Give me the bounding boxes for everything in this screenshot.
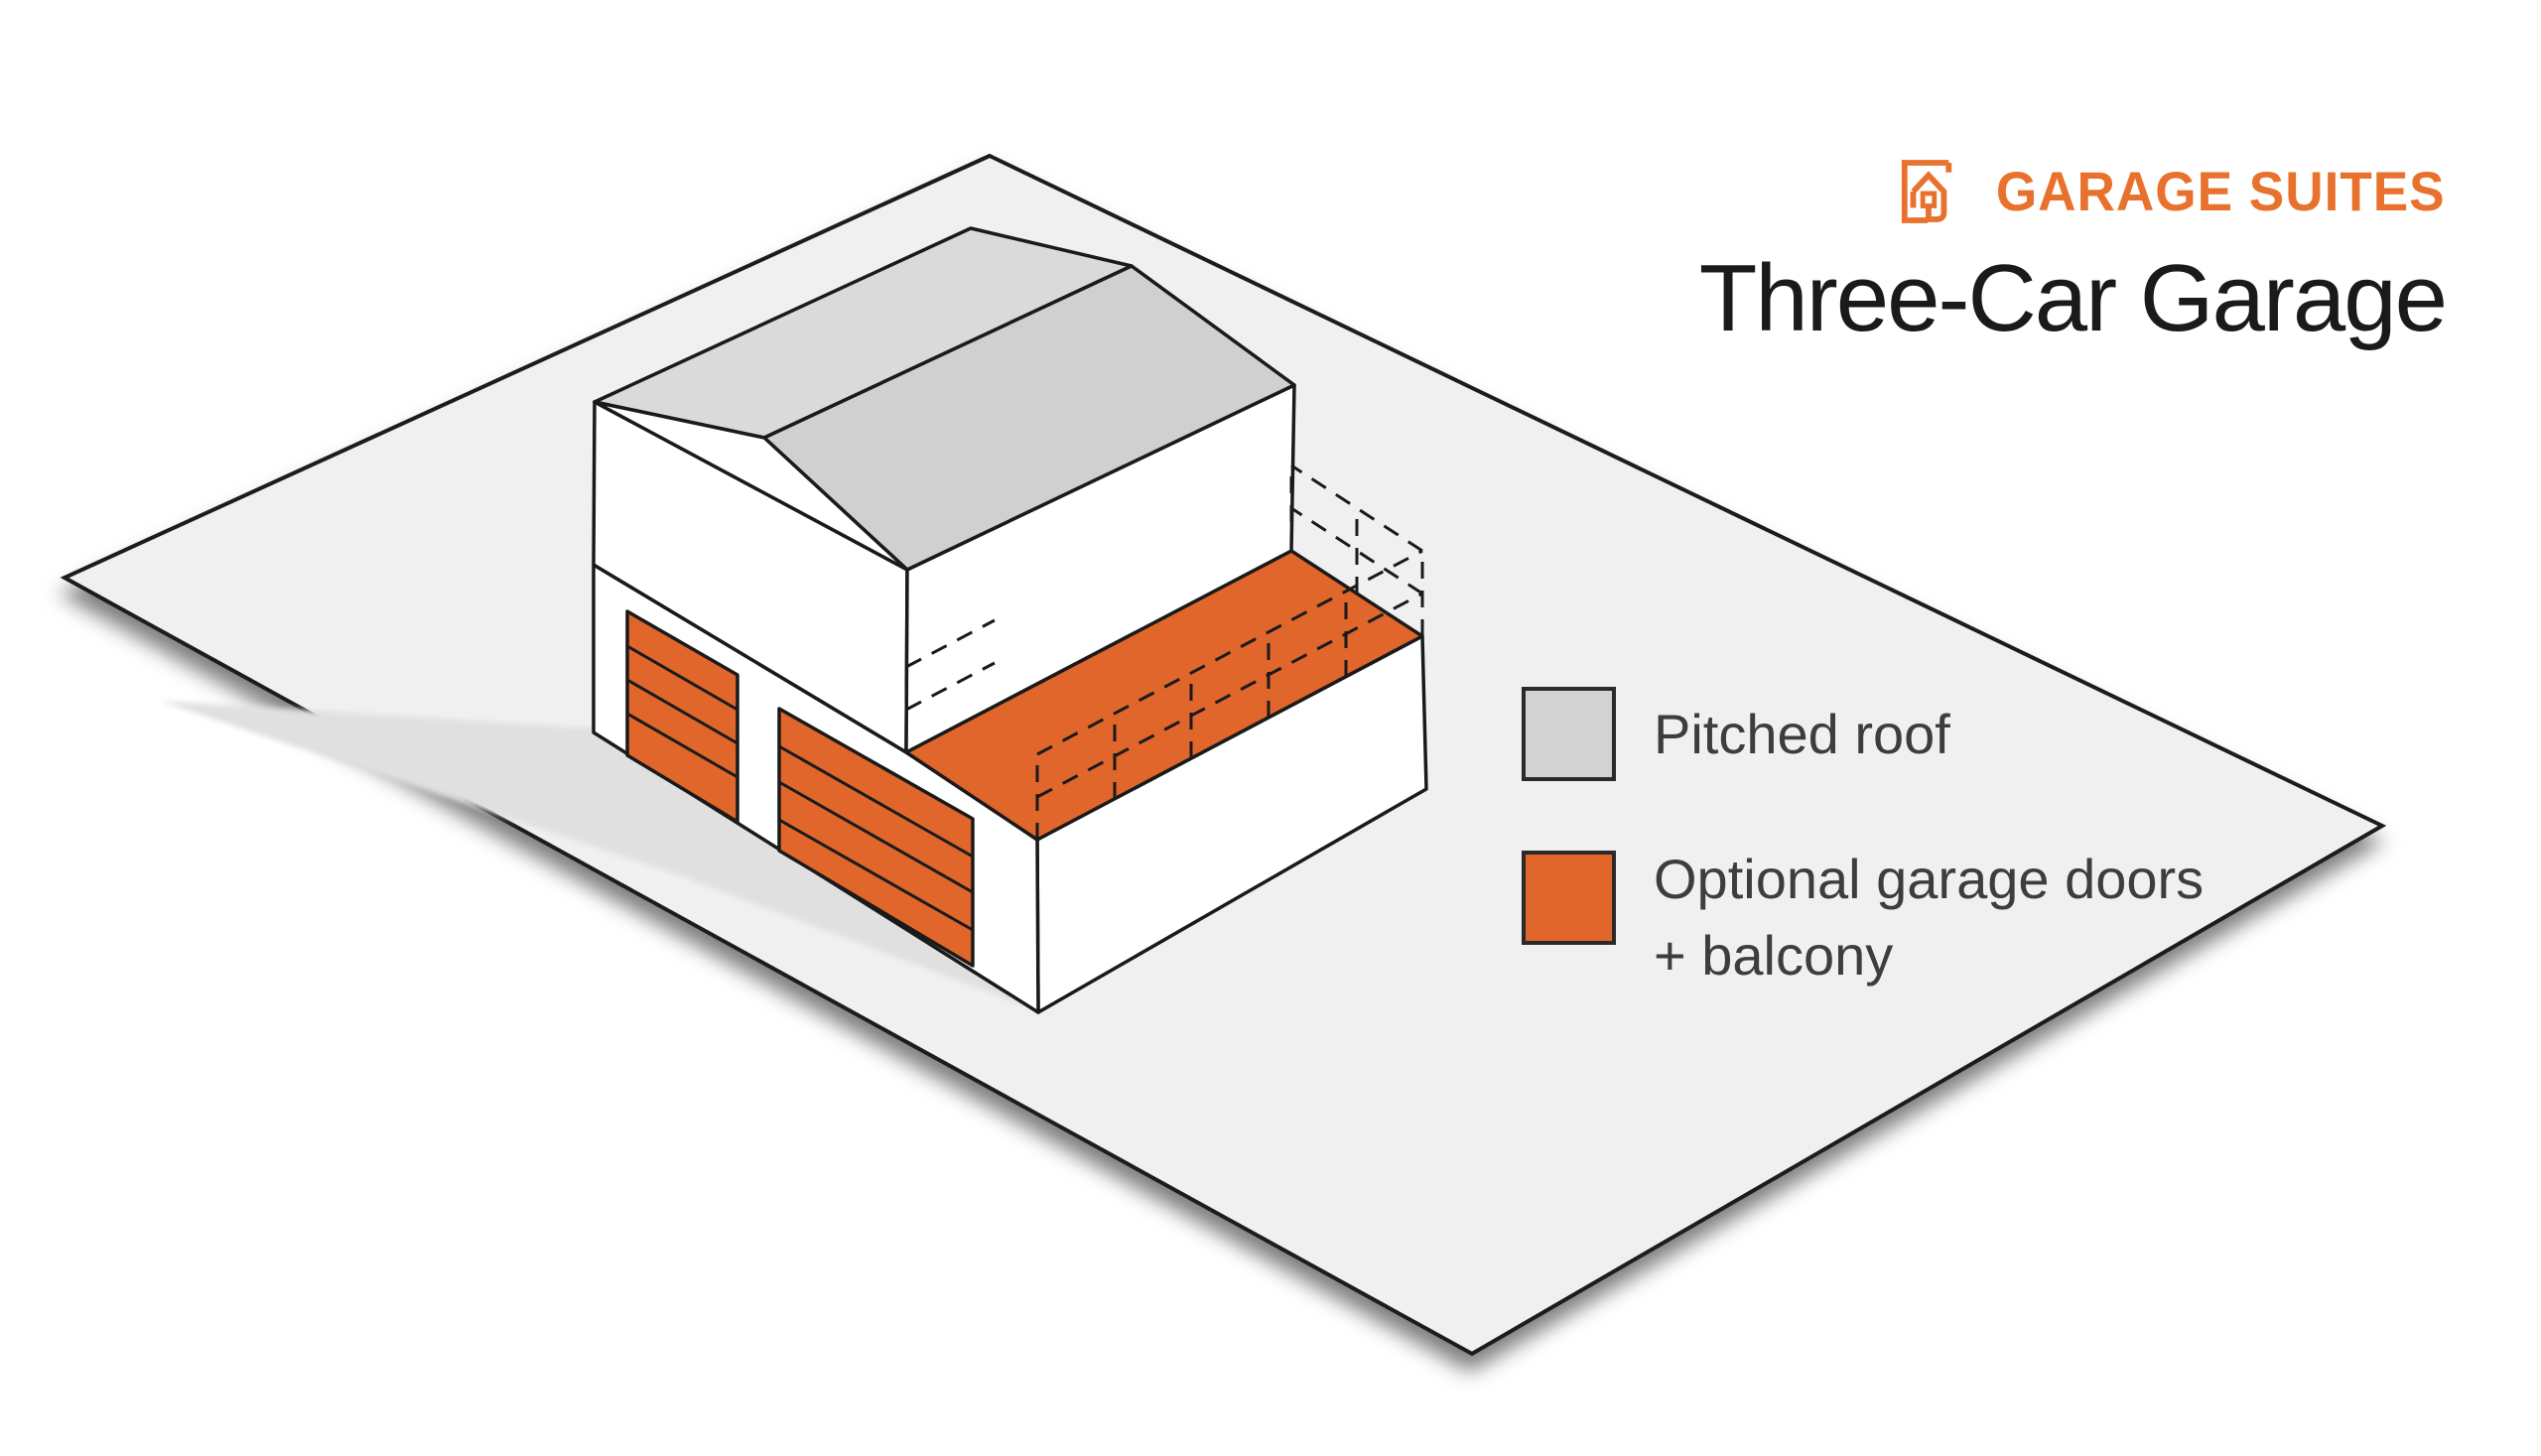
legend-label: Optional garage doors + balcony xyxy=(1654,848,2205,987)
brand-name: GARAGE SUITES xyxy=(1996,159,2446,222)
legend-swatch-gray xyxy=(1522,687,1616,781)
legend-label: Pitched roof xyxy=(1654,703,1950,765)
legend-item-garage-doors-balcony: Optional garage doors + balcony xyxy=(1522,848,2204,993)
building-cast-shadow xyxy=(159,701,1037,1010)
brand-row: GARAGE SUITES xyxy=(1899,155,2446,226)
roof-front-hip xyxy=(593,400,909,572)
page-title: Three-Car Garage xyxy=(1698,245,2448,351)
garage-suites-logo-icon xyxy=(1902,160,1952,223)
garage-door-slats xyxy=(626,644,974,932)
legend-item-pitched-roof: Pitched roof xyxy=(1522,687,1950,781)
balcony-railing-dashed xyxy=(904,463,1424,840)
legend-swatch-orange xyxy=(1522,851,1616,945)
garage-door-1 xyxy=(625,609,739,824)
header: GARAGE SUITES Three-Car Garage xyxy=(1698,155,2448,353)
